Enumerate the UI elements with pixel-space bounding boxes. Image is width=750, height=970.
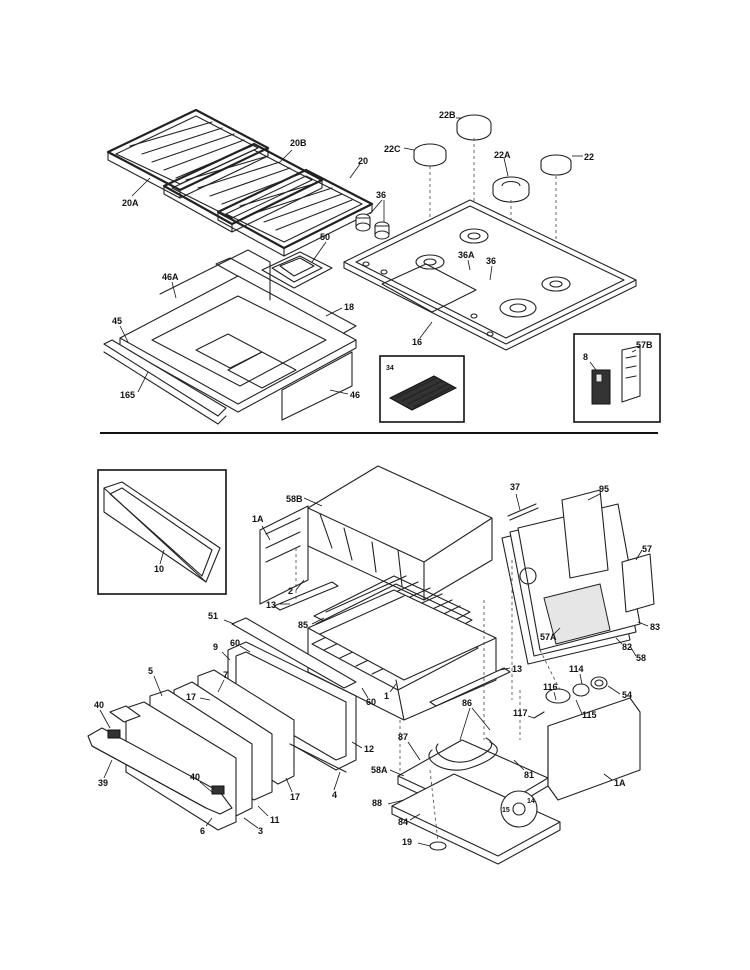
- griddle: [388, 375, 458, 411]
- label-20A: 20A: [122, 198, 139, 208]
- label-58A: 58A: [371, 765, 388, 775]
- label-4: 4: [332, 790, 337, 800]
- label-95: 95: [599, 484, 609, 494]
- grate-right: [216, 168, 374, 257]
- label-115: 115: [582, 710, 597, 720]
- label-54: 54: [622, 690, 632, 700]
- slide-right: [429, 667, 511, 707]
- label-22B: 22B: [439, 110, 456, 120]
- slide-left: [273, 581, 339, 611]
- label-1A-top: 1A: [252, 514, 264, 524]
- label-58: 58: [636, 653, 646, 663]
- label-84: 84: [398, 817, 408, 827]
- label-46: 46: [350, 390, 360, 400]
- label-13-right: 13: [512, 664, 522, 674]
- label-57A: 57A: [540, 632, 557, 642]
- label-117: 117: [513, 708, 528, 718]
- label-9: 9: [213, 642, 218, 652]
- label-8: 8: [583, 352, 588, 362]
- callout-labels: 20A 20B 20 22C 22B 22A 22 36 36A 36 50 4…: [94, 110, 660, 847]
- label-36-bottom: 36: [486, 256, 496, 266]
- spark-module: [591, 345, 641, 405]
- rear-panels: [501, 489, 655, 665]
- label-6: 6: [200, 826, 205, 836]
- label-57B: 57B: [636, 340, 653, 350]
- label-165: 165: [120, 390, 135, 400]
- label-50: 50: [320, 232, 330, 242]
- label-58B: 58B: [286, 494, 303, 504]
- burner-base: [261, 251, 333, 289]
- label-40-left: 40: [94, 700, 104, 710]
- label-14: 14: [527, 798, 535, 805]
- door-handle: [87, 727, 233, 815]
- foot-19: [429, 841, 447, 851]
- cooktop: [343, 199, 637, 351]
- label-12: 12: [364, 744, 374, 754]
- label-82: 82: [622, 642, 632, 652]
- label-88: 88: [372, 798, 382, 808]
- label-16: 16: [412, 337, 422, 347]
- label-22C: 22C: [384, 144, 401, 154]
- label-20B: 20B: [290, 138, 307, 148]
- griddle-inset-box: [379, 355, 465, 423]
- label-116: 116: [543, 682, 558, 692]
- label-17-top: 17: [186, 692, 196, 702]
- label-83: 83: [650, 622, 660, 632]
- label-15: 15: [502, 807, 510, 814]
- label-81: 81: [524, 770, 534, 780]
- label-22A: 22A: [494, 150, 511, 160]
- label-86: 86: [462, 698, 472, 708]
- element-37: [507, 503, 539, 521]
- label-17-bottom: 17: [290, 792, 300, 802]
- label-46A: 46A: [162, 272, 179, 282]
- label-51: 51: [208, 611, 218, 621]
- igniter-parts: [533, 676, 608, 719]
- label-85: 85: [298, 620, 308, 630]
- door-assembly: [109, 617, 357, 831]
- label-20: 20: [358, 156, 368, 166]
- label-87: 87: [398, 732, 408, 742]
- label-3: 3: [258, 826, 263, 836]
- door-gasket: [103, 481, 221, 583]
- side-panel-right: [547, 697, 641, 801]
- grate-left: [106, 108, 270, 199]
- label-13-left: 13: [266, 600, 276, 610]
- oven-cavity: [259, 465, 493, 605]
- detail-magnifier: [500, 790, 538, 828]
- front-rail: [103, 339, 227, 417]
- label-18: 18: [344, 302, 354, 312]
- label-40-right: 40: [190, 772, 200, 782]
- label-19: 19: [402, 837, 412, 847]
- label-37: 37: [510, 482, 520, 492]
- label-10: 10: [154, 564, 164, 574]
- label-36-top: 36: [376, 190, 386, 200]
- label-60-top: 60: [230, 638, 240, 648]
- label-22: 22: [584, 152, 594, 162]
- label-45: 45: [112, 316, 122, 326]
- label-60-bottom: 60: [366, 697, 376, 707]
- label-5: 5: [148, 666, 153, 676]
- door-gasket-inset-box: [97, 469, 227, 595]
- label-34: 34: [386, 365, 394, 372]
- label-7: 7: [223, 670, 228, 680]
- label-39: 39: [98, 778, 108, 788]
- label-1A-bottom: 1A: [614, 778, 626, 788]
- spark-module-inset-box: [573, 333, 661, 423]
- label-1: 1: [384, 691, 389, 701]
- burner-caps: [413, 114, 572, 203]
- label-36A: 36A: [458, 250, 475, 260]
- label-57: 57: [642, 544, 652, 554]
- burner-box: [119, 249, 357, 421]
- label-11: 11: [270, 815, 280, 825]
- label-2: 2: [288, 586, 293, 596]
- label-114: 114: [569, 664, 584, 674]
